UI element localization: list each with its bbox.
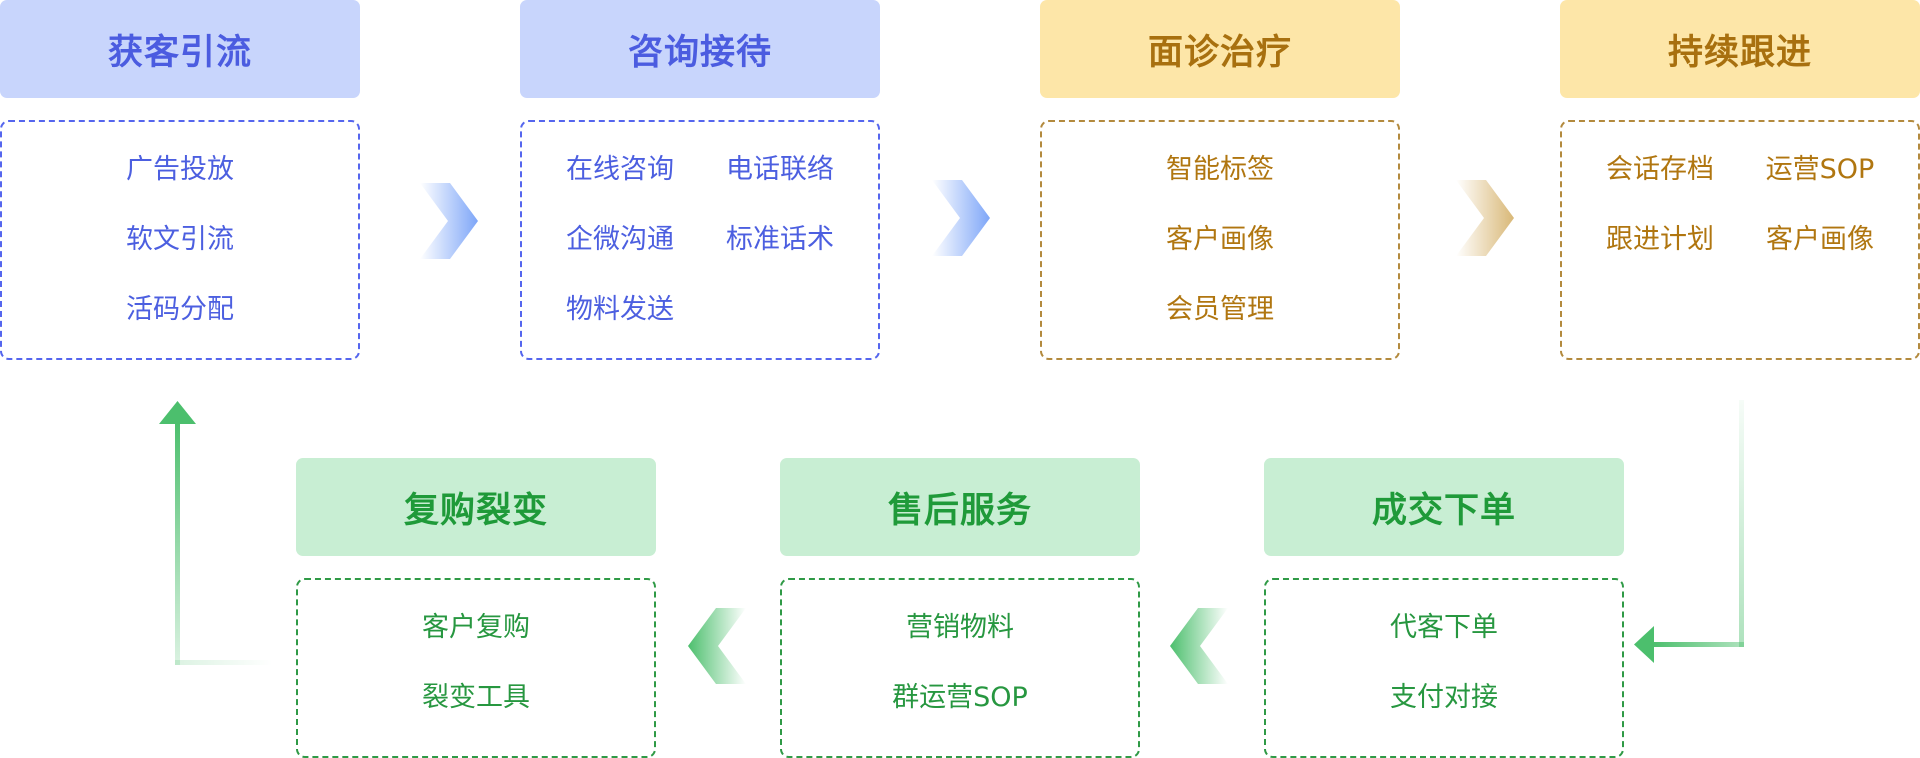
list-item: 电话联络 (726, 154, 834, 185)
list-item: 支付对接 (1390, 682, 1498, 713)
chevron-right-icon (420, 183, 478, 259)
stage-service-box (780, 578, 1140, 758)
stage-repeat-box (296, 578, 656, 758)
list-item: 活码分配 (126, 294, 234, 325)
stage-treat-title: 面诊治疗 (1040, 0, 1400, 98)
stage-consult-title: 咨询接待 (520, 0, 880, 98)
stage-consult-box (520, 120, 880, 360)
list-item: 会话存档 (1606, 154, 1714, 185)
chevron-right-icon (1456, 180, 1514, 256)
list-item: 代客下单 (1390, 612, 1498, 643)
list-item: 裂变工具 (422, 682, 530, 713)
stage-follow-title: 持续跟进 (1560, 0, 1920, 98)
stage-acquire-box (0, 120, 360, 360)
list-item: 智能标签 (1166, 154, 1274, 185)
list-item: 营销物料 (906, 612, 1014, 643)
connector-arrow-follow-to-deal (1634, 400, 1744, 663)
stage-service-title: 售后服务 (780, 458, 1140, 556)
list-item: 会员管理 (1166, 294, 1274, 325)
list-item: 运营SOP (1765, 154, 1875, 185)
stage-acquire-title: 获客引流 (0, 0, 360, 98)
chevron-right-icon (932, 180, 990, 256)
stage-deal-box (1264, 578, 1624, 758)
stage-repeat-title: 复购裂变 (296, 458, 656, 556)
list-item: 跟进计划 (1606, 224, 1714, 255)
connector-arrow-repeat-to-acquire (159, 401, 272, 665)
list-item: 标准话术 (726, 224, 834, 255)
list-item: 软文引流 (126, 224, 234, 255)
list-item: 客户画像 (1766, 224, 1874, 255)
chevron-left-icon (1170, 608, 1228, 684)
stage-follow-box (1560, 120, 1920, 360)
list-item: 在线咨询 (566, 154, 674, 185)
list-item: 客户复购 (422, 612, 530, 643)
list-item: 广告投放 (126, 154, 234, 185)
list-item: 企微沟通 (566, 224, 674, 255)
list-item: 客户画像 (1166, 224, 1274, 255)
chevron-left-icon (688, 608, 746, 684)
list-item: 群运营SOP (892, 682, 1028, 713)
stage-deal-title: 成交下单 (1264, 458, 1624, 556)
stage-treat-box (1040, 120, 1400, 360)
list-item: 物料发送 (566, 294, 674, 325)
